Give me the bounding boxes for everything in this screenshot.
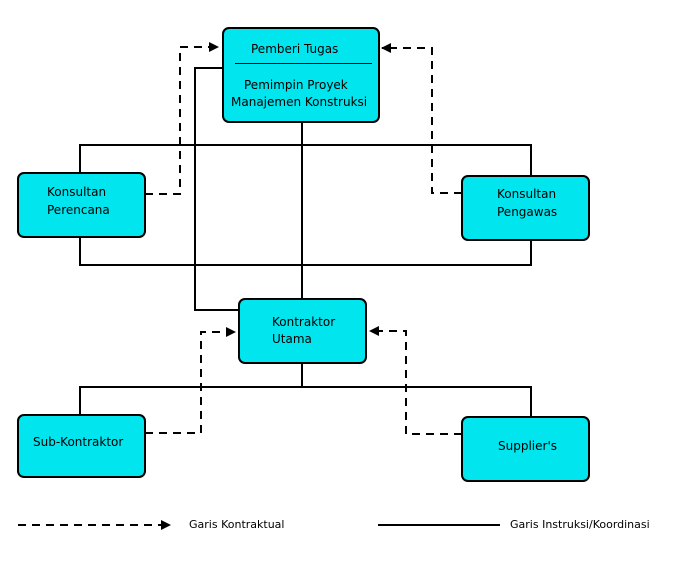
pimpro-label-2: Manajemen Konstruksi [231,95,368,109]
sub-supplier-bracket [79,386,532,416]
pengawas-contract-line [381,43,462,194]
node-suppliers: Supplier's [461,416,590,482]
konsultan-perencana-label-1: Konsultan [47,185,107,199]
node-divider [235,63,372,64]
node-pemberi-tugas: Pemberi Tugas Pemimpin Proyek Manajemen … [222,27,380,123]
legend-contractual-label: Garis Kontraktual [189,518,285,531]
suppliers-label: Supplier's [498,439,557,453]
top-consultant-line [79,144,532,175]
pimpro-kontraktor-line [194,67,239,311]
kontraktor-utama-label-2: Utama [272,332,312,346]
node-konsultan-pengawas: Konsultan Pengawas [461,175,590,241]
node-konsultan-perencana: Konsultan Perencana [17,172,146,238]
bottom-consultant-line [79,238,532,266]
supplier-contract-line [369,326,462,435]
legend-instruction-label: Garis Instruksi/Koordinasi [510,518,650,531]
konsultan-perencana-label-2: Perencana [47,203,110,217]
pemberi-tugas-label: Pemberi Tugas [251,42,339,56]
instruction-lines [79,67,532,416]
node-kontraktor-utama: Kontraktor Utama [238,298,367,364]
node-sub-kontraktor: Sub-Kontraktor [17,414,146,478]
konsultan-pengawas-label-2: Pengawas [497,205,558,219]
konsultan-pengawas-label-1: Konsultan [497,187,557,201]
sub-kontraktor-label: Sub-Kontraktor [33,435,124,449]
pimpro-label-1: Pemimpin Proyek [244,78,348,92]
contractual-lines [145,42,462,435]
kontraktor-utama-label-1: Kontraktor [272,315,336,329]
perencana-contract-line [145,42,219,195]
subkontraktor-contract-line [145,327,236,434]
